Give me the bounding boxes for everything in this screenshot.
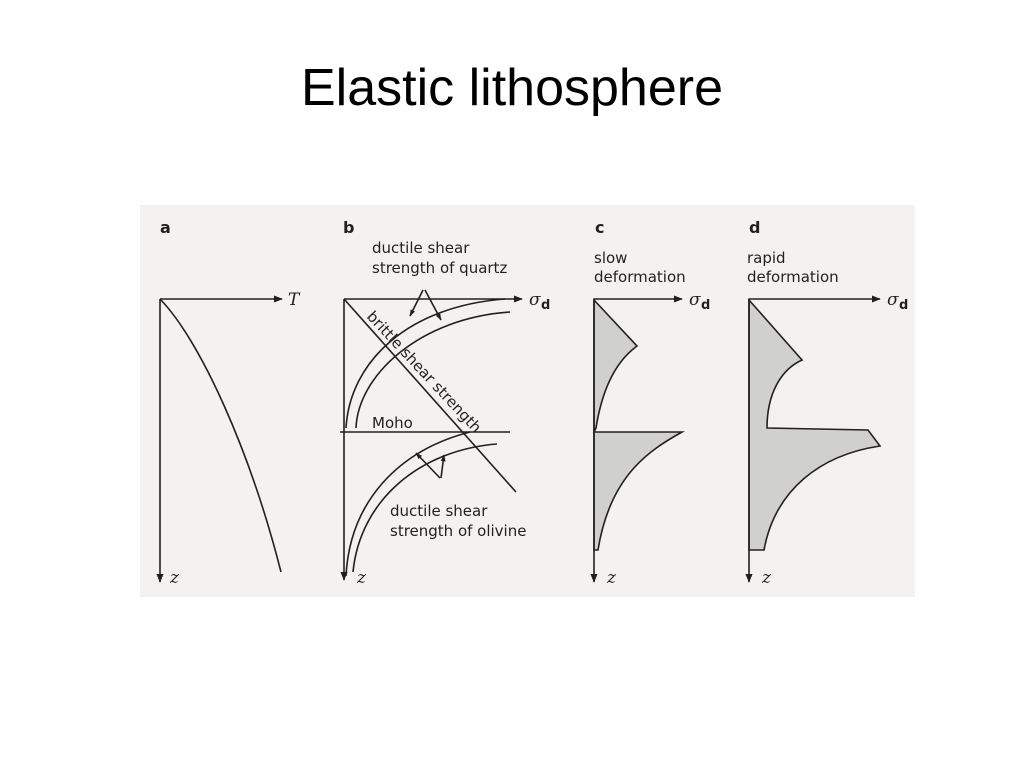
quartz-label-line-2: strength of quartz [372, 259, 507, 277]
panel-c-x-label: σ [689, 290, 701, 310]
panel-d-strength-envelope [748, 297, 882, 551]
quartz-curve-1 [345, 298, 506, 429]
slide-title: Elastic lithosphere [301, 59, 723, 117]
panel-c-letter: c [595, 218, 604, 237]
panel-d-caption-line-1: rapid [747, 249, 786, 267]
panel-b-x-label-sub: d [541, 298, 550, 313]
panel-b-letter: b [343, 218, 354, 237]
panel-c-caption-line-2: deformation [594, 268, 686, 286]
brittle-strength-line [343, 298, 517, 493]
panel-b: b σ d z ductile shear strength of quartz… [340, 218, 550, 588]
olivine-leader-arrow-1 [415, 452, 441, 479]
panel-d-x-label: σ [887, 290, 899, 310]
panel-b-x-label: σ [529, 290, 541, 310]
panel-c-x-label-sub: d [701, 298, 710, 313]
panel-a: a T z [156, 218, 301, 588]
panel-d: d rapid deformation σ d z [745, 218, 908, 588]
panel-d-caption-line-2: deformation [747, 268, 839, 286]
quartz-leader-arrow-2 [424, 289, 442, 321]
panel-c-caption-line-1: slow [594, 249, 627, 267]
olivine-curve-2 [352, 443, 498, 573]
panel-a-geotherm-curve [159, 298, 282, 573]
olivine-curve-1 [345, 431, 471, 577]
quartz-label-line-1: ductile shear [372, 239, 470, 257]
moho-label: Moho [372, 414, 413, 432]
panel-a-x-label: T [288, 290, 301, 310]
quartz-leader-arrow-1 [409, 289, 424, 317]
olivine-leader-arrow-2 [440, 454, 446, 479]
panel-c-strength-envelope [592, 297, 686, 551]
quartz-curve-2 [355, 311, 511, 429]
panel-c-y-label: z [606, 568, 617, 588]
olivine-label-line-1: ductile shear [390, 502, 488, 520]
panel-b-y-label: z [356, 568, 367, 588]
panel-a-letter: a [160, 218, 171, 237]
panel-d-x-label-sub: d [899, 298, 908, 313]
panel-c: c slow deformation σ d z [590, 218, 710, 588]
panel-d-y-label: z [761, 568, 772, 588]
olivine-label-line-2: strength of olivine [390, 522, 526, 540]
panel-a-y-label: z [169, 568, 180, 588]
panel-d-letter: d [749, 218, 760, 237]
